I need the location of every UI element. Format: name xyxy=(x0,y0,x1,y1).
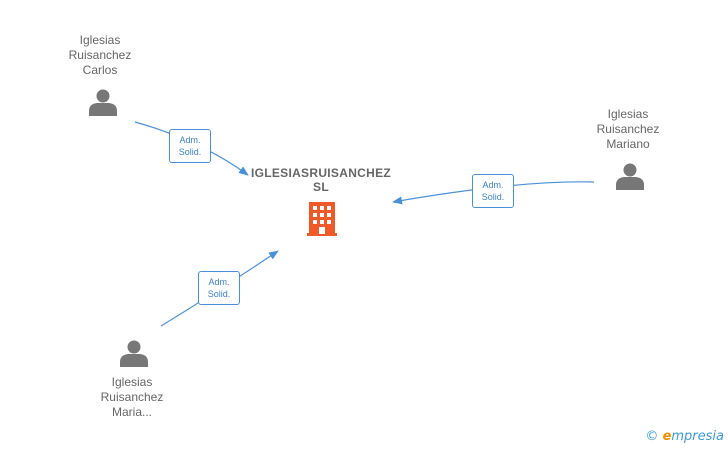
person-name-line: Carlos xyxy=(82,63,118,77)
person-name-line: Ruisanchez xyxy=(100,390,164,404)
relation-label-maria: Adm. Solid. xyxy=(198,271,240,305)
company-name-line1: IGLESIASRUISANCHEZ xyxy=(250,166,392,180)
person-name-line: Iglesias xyxy=(111,375,153,389)
person-name-mariano[interactable]: Iglesias Ruisanchez Mariano xyxy=(568,107,688,152)
company-name[interactable]: IGLESIASRUISANCHEZ SL xyxy=(236,166,406,194)
company-name-line2: SL xyxy=(313,180,329,194)
person-name-carlos[interactable]: Iglesias Ruisanchez Carlos xyxy=(40,33,160,78)
relation-label-carlos: Adm. Solid. xyxy=(169,129,211,163)
empresia-watermark[interactable]: © empresia xyxy=(645,429,724,444)
relation-role-line: Solid. xyxy=(207,289,231,299)
relation-role-line: Adm. xyxy=(482,180,504,190)
person-icon[interactable] xyxy=(120,340,148,368)
person-name-line: Iglesias xyxy=(607,107,649,121)
person-icon[interactable] xyxy=(89,89,117,117)
brand-name: mpresia xyxy=(671,429,724,444)
brand-logo-e: e xyxy=(662,429,672,444)
relation-role-line: Solid. xyxy=(481,192,505,202)
relation-role-line: Adm. xyxy=(208,277,230,287)
person-name-line: Maria... xyxy=(111,405,152,419)
relation-label-mariano: Adm. Solid. xyxy=(472,174,514,208)
person-name-maria[interactable]: Iglesias Ruisanchez Maria... xyxy=(72,375,192,420)
relation-role-line: Adm. xyxy=(179,135,201,145)
copyright-symbol: © xyxy=(645,429,659,444)
building-icon[interactable] xyxy=(307,202,337,236)
relation-role-line: Solid. xyxy=(178,147,202,157)
person-name-line: Iglesias xyxy=(79,33,121,47)
person-name-line: Ruisanchez xyxy=(596,122,660,136)
person-icon[interactable] xyxy=(616,163,644,191)
person-name-line: Ruisanchez xyxy=(68,48,132,62)
person-name-line: Mariano xyxy=(606,137,650,151)
